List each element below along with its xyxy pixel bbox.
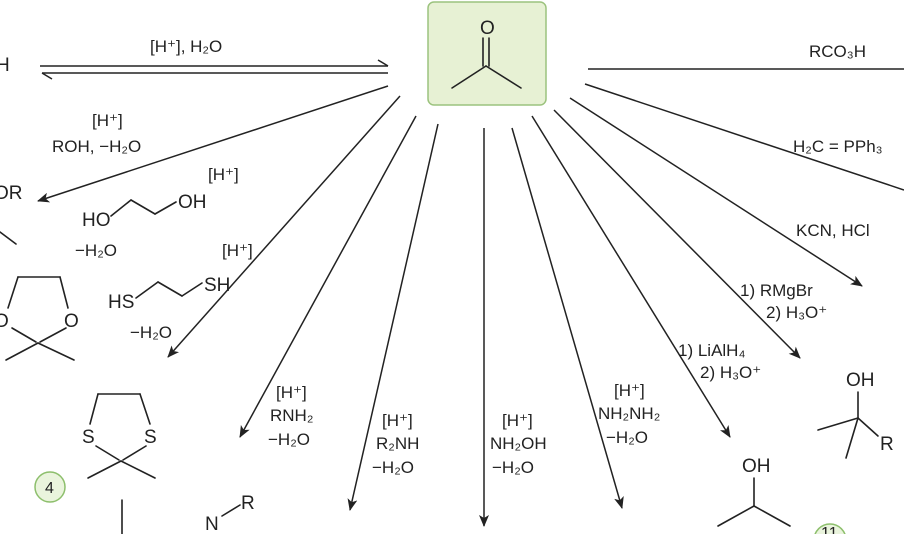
dioxolane-methyl2 bbox=[37, 342, 75, 361]
dioxolane-o2: O bbox=[64, 311, 79, 332]
acetal-stub-bond bbox=[0, 231, 17, 245]
wittig-arrow bbox=[584, 83, 904, 191]
enamine-catalyst: [H⁺] bbox=[382, 411, 413, 430]
dithiolane-s1: S bbox=[82, 427, 95, 448]
dithiol-bond3 bbox=[181, 282, 203, 297]
dithiolane-methyl2 bbox=[120, 460, 156, 479]
hydrate-fragment: H bbox=[0, 55, 10, 76]
dithiol-water: −H₂O bbox=[130, 323, 172, 342]
imine-reagent: RNH₂ bbox=[270, 406, 313, 425]
glycol-catalyst: [H⁺] bbox=[208, 165, 239, 184]
hydrazone-catalyst: [H⁺] bbox=[614, 381, 645, 400]
dioxolane-c-o2 bbox=[59, 276, 69, 309]
dithiolane-c-s2 bbox=[139, 393, 151, 425]
glycol-oh: OH bbox=[178, 192, 207, 213]
dithiolane-product: S S bbox=[82, 393, 157, 479]
alcohol-methyl1 bbox=[717, 505, 755, 527]
dithiol-catalyst: [H⁺] bbox=[222, 241, 253, 260]
reverse-half-head bbox=[41, 72, 53, 80]
carbonyl-oxygen: O bbox=[480, 18, 495, 39]
glycol-ho: HO bbox=[82, 210, 111, 231]
imine-catalyst: [H⁺] bbox=[276, 383, 307, 402]
dioxolane-o1-c bbox=[11, 327, 37, 343]
badge-11: 11 bbox=[813, 523, 847, 539]
enamine-water: −H₂O bbox=[372, 458, 414, 477]
lah-arrow bbox=[531, 115, 731, 438]
tertiary-alcohol-product: OH R bbox=[817, 370, 894, 459]
forward-half-head bbox=[377, 59, 389, 67]
badge-11-label: 11 bbox=[821, 525, 838, 534]
dioxolane-o2-c bbox=[39, 327, 67, 343]
dithiol-bond2 bbox=[157, 281, 183, 297]
grignard-step1: 1) RMgBr bbox=[740, 281, 813, 300]
tert-methyl2 bbox=[845, 417, 859, 459]
dioxolane-methyl1 bbox=[5, 342, 39, 361]
glycol-bond3 bbox=[154, 201, 177, 215]
dithiolane-methyl1 bbox=[87, 460, 122, 479]
cyanide-label: KCN, HCl bbox=[796, 221, 870, 240]
dioxolane-o1: O bbox=[0, 311, 9, 332]
acetone-box: O bbox=[427, 1, 547, 106]
alcohol-oh: OH bbox=[742, 456, 771, 477]
oxime-catalyst: [H⁺] bbox=[502, 411, 533, 430]
enamine-reagent: R₂NH bbox=[376, 434, 419, 453]
acetal-arrow bbox=[37, 85, 389, 203]
acetal-catalyst: [H⁺] bbox=[92, 111, 123, 130]
dithiolane-s2-c bbox=[122, 445, 147, 461]
oxime-water: −H₂O bbox=[492, 458, 534, 477]
tert-oh: OH bbox=[846, 370, 875, 391]
badge-4-circle bbox=[34, 471, 66, 503]
dithiolane-s1-c bbox=[95, 445, 120, 461]
dithiol-bond1 bbox=[135, 281, 159, 299]
wittig-label: H₂C = PPh₃ bbox=[793, 137, 883, 156]
hydrazone-reagent: NH₂NH₂ bbox=[598, 404, 660, 423]
tert-c-r-bond bbox=[857, 417, 879, 437]
hydrate-equilibrium: [H⁺], H₂O H bbox=[0, 37, 389, 80]
ethylene-glycol: HO OH bbox=[82, 192, 207, 231]
imine-nitrogen: N bbox=[205, 514, 219, 534]
enamine-arrow bbox=[347, 123, 439, 511]
imine-n-r-bond bbox=[221, 504, 241, 517]
methyl-bond-right bbox=[485, 65, 522, 89]
dithiolane-s2: S bbox=[144, 427, 157, 448]
tert-r-group: R bbox=[880, 434, 894, 455]
center-box bbox=[427, 1, 547, 106]
methyl-bond-left bbox=[451, 65, 487, 89]
glycol-bond1 bbox=[110, 199, 132, 217]
imine-r-group: R bbox=[241, 493, 255, 514]
ethanedithiol: HS SH bbox=[108, 275, 230, 313]
isopropanol-product: OH bbox=[717, 456, 791, 527]
glycol-water: −H₂O bbox=[75, 241, 117, 260]
lah-step2: 2) H₃O⁺ bbox=[700, 363, 761, 382]
cyanide-arrow bbox=[569, 97, 863, 287]
grignard-arrow bbox=[553, 109, 801, 359]
tert-methyl1 bbox=[817, 417, 859, 431]
hydrazone-arrow bbox=[511, 127, 624, 509]
alcohol-methyl2 bbox=[753, 505, 791, 527]
acetal-conditions: ROH, −H₂O bbox=[52, 137, 141, 156]
peracid-label: RCO₃H bbox=[809, 42, 866, 61]
acetal-product-or: OR bbox=[0, 183, 23, 204]
dioxolane-product: O O bbox=[0, 276, 79, 361]
dithiol-sh: SH bbox=[204, 275, 230, 296]
dioxolane-c-o1 bbox=[7, 276, 19, 309]
grignard-step2: 2) H₃O⁺ bbox=[766, 303, 827, 322]
badge-4-label: 4 bbox=[45, 480, 54, 497]
hydrate-conditions: [H⁺], H₂O bbox=[150, 37, 222, 56]
dithiolane-c-s1 bbox=[89, 393, 99, 425]
lah-step1: 1) LiAlH₄ bbox=[678, 341, 745, 360]
dithiolane-arrow bbox=[167, 95, 401, 358]
badge-4: 4 bbox=[34, 471, 66, 503]
glycol-bond2 bbox=[130, 199, 156, 215]
imine-water: −H₂O bbox=[268, 430, 310, 449]
imine-arrow bbox=[239, 115, 417, 438]
hydrazone-water: −H₂O bbox=[606, 428, 648, 447]
oxime-reagent: NH₂OH bbox=[490, 434, 547, 453]
dithiol-hs: HS bbox=[108, 292, 134, 313]
